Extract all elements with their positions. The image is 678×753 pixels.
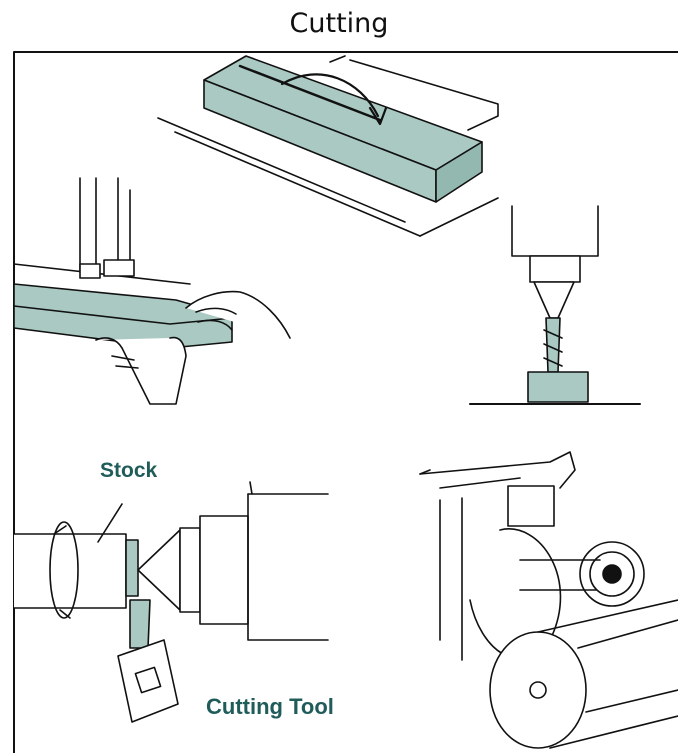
cutting-tool-label: Cutting Tool [206, 694, 334, 719]
drill-press-illustration [469, 205, 641, 405]
page-title: Cutting [289, 8, 389, 39]
table-saw-illustration [157, 55, 499, 237]
stock-label: Stock [100, 459, 158, 482]
milling-machine-illustration [419, 451, 678, 749]
diagram-frame [13, 51, 678, 753]
band-saw-illustration [13, 177, 291, 405]
lathe-illustration [13, 481, 329, 723]
